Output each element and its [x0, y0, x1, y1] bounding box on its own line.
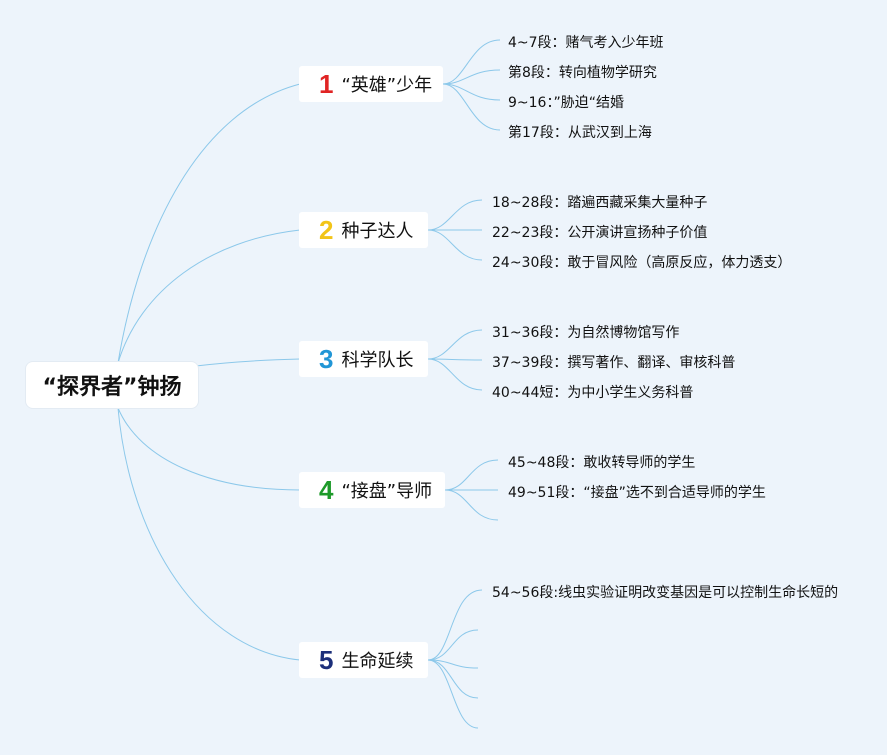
b4-link-1 — [444, 459, 499, 491]
branch-2-label: 种子达人 — [341, 221, 414, 242]
branch-4-label: “接盘”导师 — [341, 481, 433, 502]
root-node: “探界者”钟扬 — [26, 362, 198, 408]
branch-4-number: 4 — [319, 475, 334, 505]
b2-link-3 — [427, 229, 483, 261]
branch-5-label: 生命延续 — [341, 651, 414, 672]
branch-3-item-3: 40~44短：为中小学生义务科普 — [492, 385, 694, 401]
b5-link-1 — [427, 589, 483, 661]
b3-link-2 — [427, 358, 483, 361]
branch-1: 1 “英雄”少年 — [299, 66, 443, 102]
branch-1-item-1: 4~7段：赌气考入少年班 — [508, 35, 664, 51]
b5-link-2 — [427, 629, 479, 661]
root-link-3 — [195, 358, 301, 367]
branch-3-label: 科学队长 — [341, 350, 414, 371]
branch-3-number: 3 — [319, 344, 334, 374]
branch-1-item-3: 9~16：”胁迫“结婚 — [508, 95, 624, 111]
branch-1-number: 1 — [319, 69, 334, 99]
branch-3-item-1: 31~36段：为自然博物馆写作 — [492, 325, 680, 341]
branch-2-item-2: 22~23段：公开演讲宣扬种子价值 — [492, 225, 708, 241]
branch-4-item-2: 49~51段：“接盘”选不到合适导师的学生 — [508, 485, 766, 501]
b1-link-2 — [442, 69, 501, 85]
branch-2-item-3: 24~30段：敢于冒风险（高原反应，体力透支） — [492, 255, 792, 271]
branch-5-item-1: 54~56段:线虫实验证明改变基因是可以控制生命长短的 — [492, 585, 839, 601]
root-label: “探界者”钟扬 — [42, 375, 182, 400]
branch-2: 2 种子达人 — [299, 212, 428, 248]
branch-3-item-2: 37~39段：撰写著作、翻译、审核科普 — [492, 355, 736, 371]
branch-5-number: 5 — [319, 645, 334, 675]
branch-1-item-4: 第17段：从武汉到上海 — [508, 125, 652, 141]
b1-link-3 — [442, 83, 501, 101]
branch-4: 4 “接盘”导师 — [299, 472, 445, 508]
b4-link-3 — [444, 489, 499, 521]
root-link-5 — [117, 407, 301, 661]
branch-3: 3 科学队长 — [299, 341, 428, 377]
b3-link-1 — [427, 329, 483, 360]
b2-link-1 — [427, 199, 483, 231]
branch-1-item-2: 第8段：转向植物学研究 — [508, 65, 657, 81]
b1-link-1 — [442, 39, 501, 85]
branch-2-item-1: 18~28段：踏遍西藏采集大量种子 — [492, 195, 708, 211]
root-link-1 — [117, 83, 301, 364]
b3-link-3 — [427, 358, 483, 391]
b1-link-4 — [442, 83, 501, 131]
b5-link-4 — [427, 659, 479, 699]
root-link-4 — [117, 407, 301, 491]
branch-1-label: “英雄”少年 — [341, 75, 433, 96]
b5-link-5 — [427, 659, 479, 729]
branch-5: 5 生命延续 — [299, 642, 428, 678]
root-link-2 — [117, 229, 301, 364]
branch-2-number: 2 — [319, 215, 334, 245]
branch-4-item-1: 45~48段：敢收转导师的学生 — [508, 455, 696, 471]
